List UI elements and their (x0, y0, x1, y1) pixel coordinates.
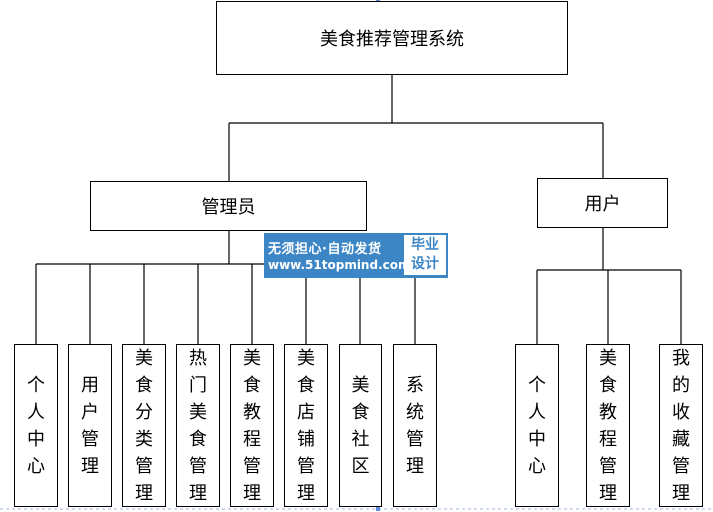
user-child-label: 美食教程管理 (599, 347, 617, 504)
watermark-tag-line1: 毕业 (411, 237, 439, 253)
watermark-url: www.51topmind.com (268, 258, 411, 272)
admin-child-label: 美食店铺管理 (297, 347, 315, 504)
admin-child-label: 美食教程管理 (243, 347, 261, 504)
admin-child-label: 热门美食管理 (189, 347, 207, 504)
user-label: 用户 (584, 194, 621, 215)
user-child-node: 美食教程管理 (586, 344, 630, 507)
admin-child-node: 用户管理 (68, 344, 112, 507)
admin-child-node: 美食教程管理 (230, 344, 274, 507)
selection-handle-bottom (376, 507, 380, 511)
watermark-tag-line2: 设计 (411, 256, 439, 272)
admin-child-label: 用户管理 (81, 374, 99, 477)
watermark-line1: 无须担心·自动发货 (268, 242, 382, 257)
admin-child-label: 美食社区 (351, 374, 370, 477)
watermark-tag: 毕业 设计 (404, 235, 446, 275)
admin-child-node: 个人中心 (14, 344, 58, 507)
admin-child-label: 美食分类管理 (135, 347, 153, 504)
root-node: 美食推荐管理系统 (216, 1, 568, 75)
user-child-node: 我的收藏管理 (659, 344, 703, 507)
root-label: 美食推荐管理系统 (320, 29, 464, 50)
admin-child-node: 美食分类管理 (122, 344, 166, 507)
user-child-label: 个人中心 (528, 374, 546, 477)
admin-node: 管理员 (90, 181, 367, 231)
admin-child-node: 系统管理 (393, 344, 437, 507)
admin-child-label: 系统管理 (406, 374, 424, 477)
admin-label: 管理员 (201, 197, 256, 218)
admin-child-node: 美食店铺管理 (284, 344, 328, 507)
user-node: 用户 (537, 178, 668, 228)
admin-child-label: 个人中心 (27, 374, 45, 477)
user-child-node: 个人中心 (515, 344, 559, 507)
watermark-badge: 无须担心·自动发货 www.51topmind.com 毕业 设计 (264, 233, 448, 278)
admin-child-node: 热门美食管理 (176, 344, 220, 507)
admin-child-node: 美食社区 (339, 344, 382, 507)
user-child-label: 我的收藏管理 (672, 347, 690, 504)
